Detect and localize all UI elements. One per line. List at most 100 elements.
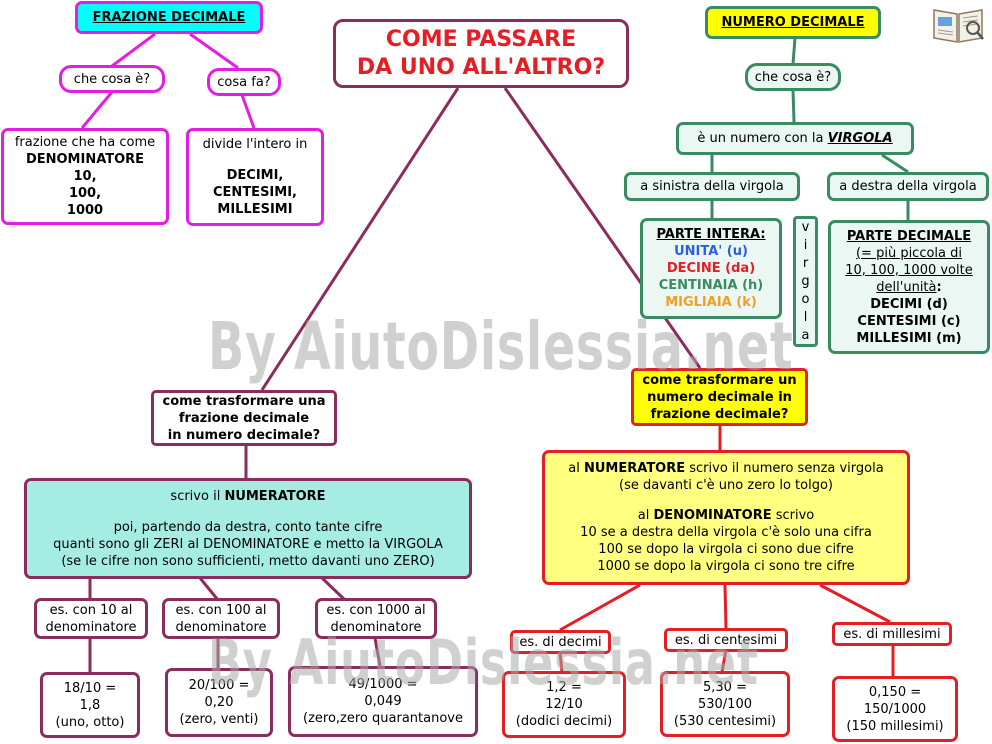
left-of-comma-text: a sinistra della virgola: [640, 179, 784, 194]
example-result-tenths-l2: 12/10: [545, 697, 583, 712]
frazione-what-question: che cosa è?: [59, 65, 165, 93]
example-result-100-l3: (zero, venti): [179, 712, 259, 727]
decimal-part-hundredths: CENTESIMI (c): [857, 313, 961, 329]
virgola-letter: r: [802, 255, 809, 271]
frazione-does-answer-l1: divide l'intero in: [202, 137, 308, 152]
frazione-does-answer-l2: DECIMI,: [226, 168, 284, 183]
frazione-what-answer-l2: DENOMINATORE: [25, 152, 145, 167]
frac-to-dec-question-l2: frazione decimale: [178, 410, 310, 426]
dec-to-frac-question-l2: numero decimale in: [647, 389, 792, 405]
decimal-part-title: PARTE DECIMALE: [846, 228, 972, 244]
frac-to-dec-rule-l2: poi, partendo da destra, conto tante cif…: [113, 519, 383, 535]
example-label-thousandths-text: es. di millesimi: [843, 626, 941, 642]
integer-part-tens: DECINE (da): [666, 261, 756, 276]
integer-part-title: PARTE INTERA:: [656, 227, 766, 242]
dec-to-frac-rule-l1a: al: [568, 461, 584, 476]
book-magnifier-icon: [930, 4, 986, 44]
frac-to-dec-rule: scrivo il NUMERATORE poi, partendo da de…: [24, 478, 472, 579]
example-result-100-l1: 20/100 =: [188, 678, 250, 693]
dec-to-frac-rule-l5: 100 se dopo la virgola ci sono due cifre: [598, 542, 854, 557]
watermark-bottom: By AiutoDislessia.net: [208, 626, 759, 699]
integer-part-units: UNITA' (u): [674, 244, 748, 259]
numero-what-question: che cosa è?: [745, 63, 841, 91]
decimal-part-thousandths: MILLESIMI (m): [856, 330, 962, 346]
example-result-tenths-l3: (dodici decimi): [515, 714, 613, 729]
dec-to-frac-question-l3: frazione decimale?: [650, 406, 789, 422]
frac-to-dec-question: come trasformare una frazione decimale i…: [151, 390, 337, 446]
dec-to-frac-rule-l2: (se davanti c'è uno zero lo tolgo): [619, 478, 833, 493]
frazione-what-answer-l5: 1000: [66, 203, 104, 218]
example-result-thousandths-l1: 0,150 =: [868, 684, 922, 700]
frazione-does-answer-l4: MILLESIMI: [217, 202, 293, 217]
example-label-hundredths-text: es. di centesimi: [674, 632, 778, 648]
virgola-vertical-box: v i r g o l a: [793, 216, 818, 347]
example-result-hundredths-l1: 5,30 =: [703, 679, 747, 695]
left-of-comma-box: a sinistra della virgola: [624, 172, 800, 201]
decimal-part-l3-colon: :: [936, 279, 942, 295]
virgola-letter: g: [801, 273, 810, 289]
dec-to-frac-rule-l3a: al: [637, 508, 654, 523]
example-result-1000: 49/1000 = 0,049 (zero,zero quarantanove: [288, 666, 478, 737]
dec-to-frac-question-l1: come trasformare un: [642, 372, 797, 388]
frac-to-dec-rule-l1a: scrivo il: [170, 488, 225, 504]
frazione-does-question: cosa fa?: [207, 68, 281, 96]
virgola-letter: i: [803, 237, 808, 253]
virgola-letter: v: [801, 219, 810, 235]
example-label-1000-l2: denominatore: [330, 619, 422, 635]
example-label-1000-l1: es. con 1000 al: [326, 602, 426, 618]
example-result-thousandths-l2: 150/1000: [863, 701, 927, 717]
example-result-1000-l2: 0,049: [364, 694, 402, 709]
numero-what-answer: è un numero con la VIRGOLA: [676, 122, 914, 155]
frac-to-dec-rule-l4: (se le cifre non sono sufficienti, metto…: [61, 553, 435, 569]
example-result-tenths: 1,2 = 12/10 (dodici decimi): [502, 671, 626, 738]
numero-decimale-header-text: NUMERO DECIMALE: [721, 15, 865, 30]
example-result-hundredths-l2: 530/100: [697, 696, 752, 712]
dec-to-frac-rule-l1b: NUMERATORE: [584, 461, 686, 476]
dec-to-frac-rule-l4: 10 se a destra della virgola c'è solo un…: [580, 525, 872, 540]
main-title-line2: DA UNO ALL'ALTRO?: [356, 54, 606, 80]
main-title-line1: COME PASSARE: [385, 26, 577, 52]
decimal-part-l2: 10, 100, 1000 volte: [845, 262, 973, 278]
example-result-thousandths-l3: (150 millesimi): [846, 718, 944, 734]
dec-to-frac-rule-l3c: scrivo: [771, 508, 815, 523]
example-label-100-l1: es. con 100 al: [175, 602, 267, 618]
example-result-10: 18/10 = 1,8 (uno, otto): [40, 672, 140, 738]
decimal-part-box: PARTE DECIMALE (= più piccola di 10, 100…: [828, 220, 990, 354]
integer-part-box: PARTE INTERA: UNITA' (u) DECINE (da) CEN…: [640, 218, 782, 319]
example-label-100: es. con 100 al denominatore: [162, 598, 280, 639]
frac-to-dec-question-l3: in numero decimale?: [167, 427, 321, 443]
frazione-what-answer-l4: 100,: [68, 186, 102, 201]
example-label-100-l2: denominatore: [175, 619, 267, 635]
numero-decimale-header: NUMERO DECIMALE: [705, 6, 881, 39]
example-result-100-l2: 0,20: [204, 695, 234, 710]
frazione-does-question-text: cosa fa?: [217, 74, 271, 90]
example-result-hundredths: 5,30 = 530/100 (530 centesimi): [660, 671, 790, 737]
example-label-tenths: es. di decimi: [510, 630, 611, 654]
example-label-10-l2: denominatore: [45, 619, 137, 635]
virgola-letter: l: [803, 309, 808, 325]
numero-what-answer-prefix: è un numero con la: [697, 131, 828, 146]
watermark-middle: By AiutoDislessia.net: [208, 308, 794, 385]
example-result-1000-l1: 49/1000 =: [348, 677, 418, 692]
dec-to-frac-question: come trasformare un numero decimale in f…: [631, 368, 808, 426]
frac-to-dec-question-l1: come trasformare una: [162, 393, 326, 409]
frazione-decimale-header-text: FRAZIONE DECIMALE: [92, 10, 246, 25]
decimal-part-l3: dell'unità: [876, 279, 937, 295]
right-of-comma-text: a destra della virgola: [839, 179, 977, 194]
numero-what-question-text: che cosa è?: [754, 69, 832, 85]
virgola-letter: a: [801, 327, 810, 343]
frazione-does-answer-l3: CENTESIMI,: [213, 185, 297, 200]
frazione-decimale-header: FRAZIONE DECIMALE: [75, 1, 263, 34]
example-result-10-l3: (uno, otto): [55, 714, 125, 730]
frazione-what-answer-l1: frazione che ha come: [14, 135, 156, 150]
example-label-hundredths: es. di centesimi: [664, 628, 788, 652]
frac-to-dec-rule-l3: quanti sono gli ZERI al DENOMINATORE e m…: [53, 536, 443, 552]
example-result-100: 20/100 = 0,20 (zero, venti): [165, 668, 273, 737]
frazione-what-answer: frazione che ha come DENOMINATORE 10, 10…: [1, 128, 169, 225]
dec-to-frac-rule: al NUMERATORE scrivo il numero senza vir…: [542, 450, 910, 585]
example-result-hundredths-l3: (530 centesimi): [673, 713, 777, 729]
integer-part-hundreds: CENTINAIA (h): [658, 278, 764, 293]
example-result-1000-l3: (zero,zero quarantanove: [303, 711, 463, 726]
integer-part-thousands: MIGLIAIA (k): [665, 295, 757, 310]
